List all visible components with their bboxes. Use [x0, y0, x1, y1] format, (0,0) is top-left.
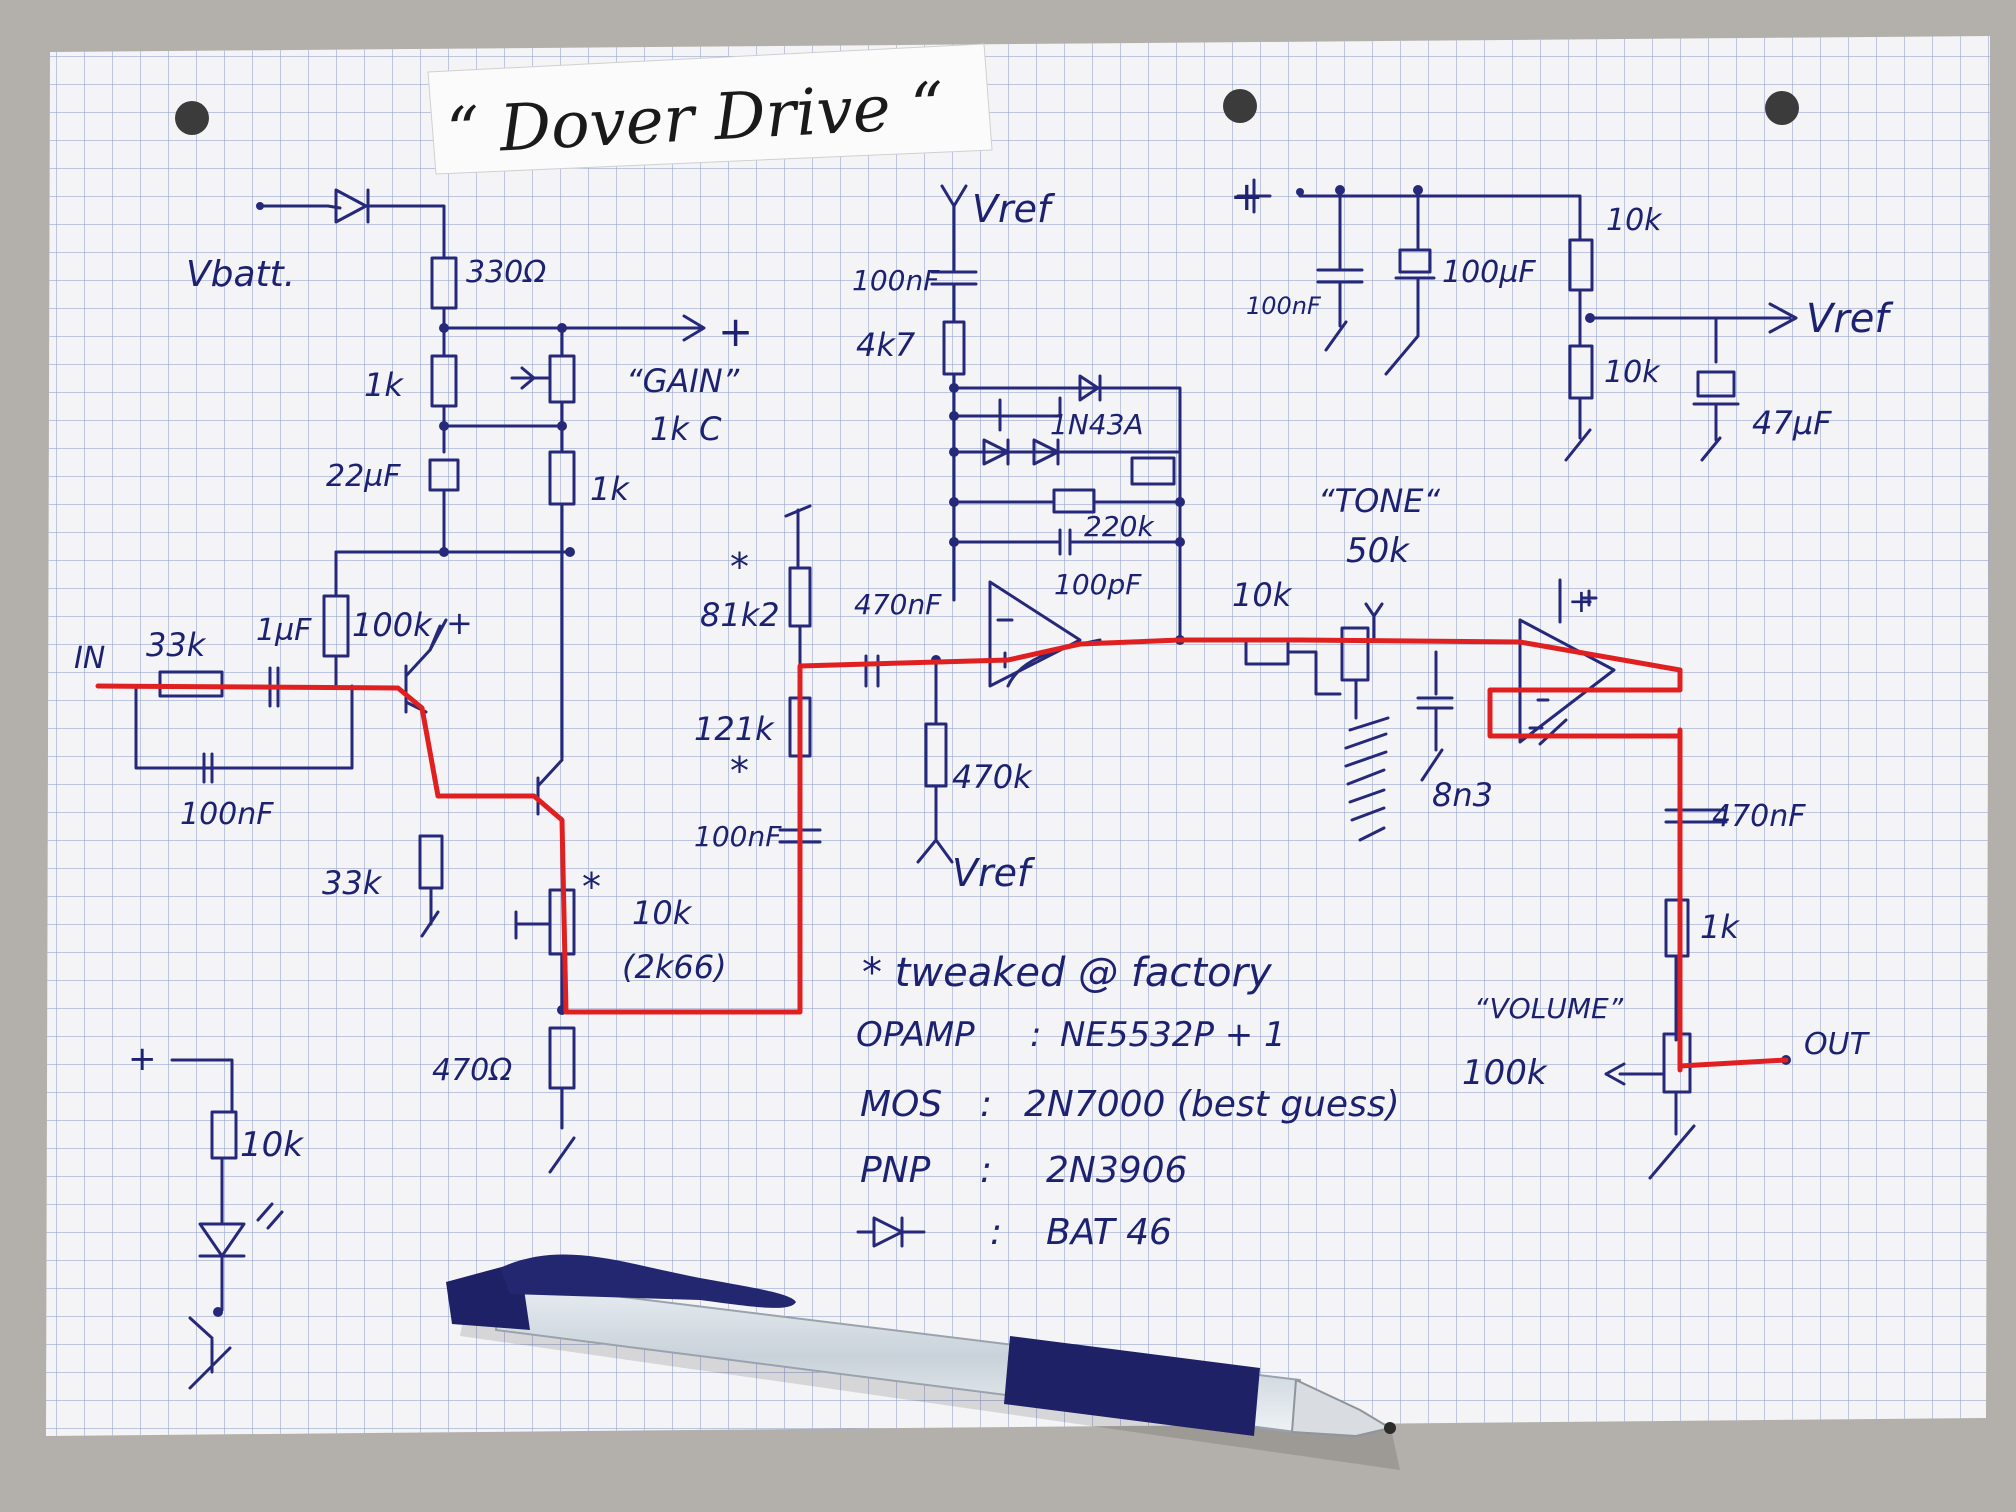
label-22uf: 22µF — [326, 459, 401, 494]
label-trim-10k: 10k — [632, 894, 693, 932]
label-1k-out: 1k — [1700, 908, 1740, 946]
label-100pf: 100pF — [1054, 568, 1142, 601]
label-10k-ps2: 10k — [1604, 355, 1661, 390]
note-pnp-val: 2N3906 — [1046, 1150, 1187, 1191]
pen-grip — [1004, 1336, 1260, 1436]
note-mos-val: 2N7000 (best guess) — [1024, 1084, 1400, 1125]
label-1k-b: 1k — [590, 470, 630, 508]
label-trim-2k66: (2k66) — [622, 948, 727, 986]
note-pnp-key: PNP — [860, 1150, 931, 1191]
label-470ohm: 470Ω — [432, 1053, 512, 1088]
label-220k: 220k — [1084, 510, 1155, 543]
label-100k: 100k — [352, 606, 433, 644]
label-plus-op2: + — [1568, 582, 1595, 620]
label-33k: 33k — [146, 626, 207, 664]
label-330ohm: 330Ω — [466, 255, 546, 290]
note-diode-sep: : — [990, 1212, 1002, 1253]
punch-hole-right — [1765, 91, 1799, 125]
label-tone-value: 50k — [1346, 531, 1410, 571]
label-tone-name: “TONE“ — [1318, 482, 1440, 520]
pen — [446, 1254, 1400, 1470]
punch-hole-mid — [1223, 89, 1257, 123]
label-gain-name: “GAIN” — [626, 362, 740, 400]
label-470nf-out: 470nF — [1712, 799, 1806, 834]
note-opamp-val: NE5532P + 1 — [1060, 1015, 1286, 1055]
label-470k: 470k — [952, 758, 1033, 796]
note-diode-val: BAT 46 — [1046, 1212, 1172, 1253]
label-100nf-in: 100nF — [180, 797, 274, 832]
label-1uf: 1µF — [256, 613, 312, 648]
note-opamp-key: OPAMP — [856, 1015, 975, 1055]
title-card: “ Dover Drive “ — [427, 43, 993, 175]
label-4k7: 4k7 — [856, 326, 916, 364]
label-100uf: 100µF — [1442, 255, 1536, 290]
label-plus-top: + — [718, 307, 753, 356]
label-plus-led: + — [128, 1039, 157, 1079]
graph-paper — [46, 36, 1990, 1436]
notes-block: * tweaked @ factory OPAMP : NE5532P + 1 … — [856, 950, 1400, 1253]
label-100nf-ps: 100nF — [1246, 292, 1322, 320]
note-pnp-sep: : — [980, 1150, 992, 1191]
label-vref-out: Vref — [1806, 296, 1894, 342]
label-33k-b: 33k — [322, 864, 383, 902]
label-10k-led: 10k — [240, 1125, 304, 1165]
label-out: OUT — [1804, 1027, 1871, 1062]
label-vref-bot: Vref — [952, 851, 1036, 895]
label-10k-tone: 10k — [1232, 576, 1293, 614]
label-volume-name: “VOLUME” — [1474, 992, 1624, 1025]
pen-tip — [1290, 1378, 1393, 1438]
component-labels: Vbatt. 330Ω + 1k “GAIN” 1k C 22µF 1k IN … — [74, 174, 1894, 1165]
note-mos-key: MOS — [860, 1084, 942, 1125]
note-opamp-sep: : — [1030, 1015, 1041, 1055]
label-121k: 121k — [694, 710, 775, 748]
label-in: IN — [74, 641, 105, 676]
pen-clip — [500, 1254, 796, 1308]
label-100nf-top: 100nF — [852, 264, 940, 297]
label-star-121k: * — [730, 749, 749, 793]
label-vref-top: Vref — [972, 187, 1056, 231]
diode-symbol-icon — [856, 1216, 926, 1248]
label-47uf: 47µF — [1752, 404, 1832, 442]
label-star-81k2: * — [730, 545, 749, 589]
label-470nf-in: 470nF — [854, 588, 942, 621]
label-1n43a: 1N43A — [1050, 408, 1144, 441]
label-star-trim: * — [582, 865, 601, 909]
label-volume-value: 100k — [1462, 1053, 1548, 1093]
label-81k2: 81k2 — [700, 596, 780, 634]
label-100nf-mid: 100nF — [694, 820, 782, 853]
label-8n3: 8n3 — [1432, 776, 1493, 814]
pen-point — [1384, 1422, 1396, 1434]
label-plus-pnp: + — [446, 604, 473, 642]
signal-path — [95, 637, 1789, 1073]
label-vbatt: Vbatt. — [186, 254, 295, 295]
label-1k-a: 1k — [364, 366, 404, 404]
label-10k-ps1: 10k — [1606, 203, 1663, 238]
label-plus-ps: + — [1230, 174, 1264, 220]
note-tweaked: * tweaked @ factory — [862, 950, 1273, 996]
label-gain-value: 1k C — [650, 410, 722, 448]
note-mos-sep: : — [980, 1084, 992, 1125]
punch-hole-left — [175, 101, 209, 135]
